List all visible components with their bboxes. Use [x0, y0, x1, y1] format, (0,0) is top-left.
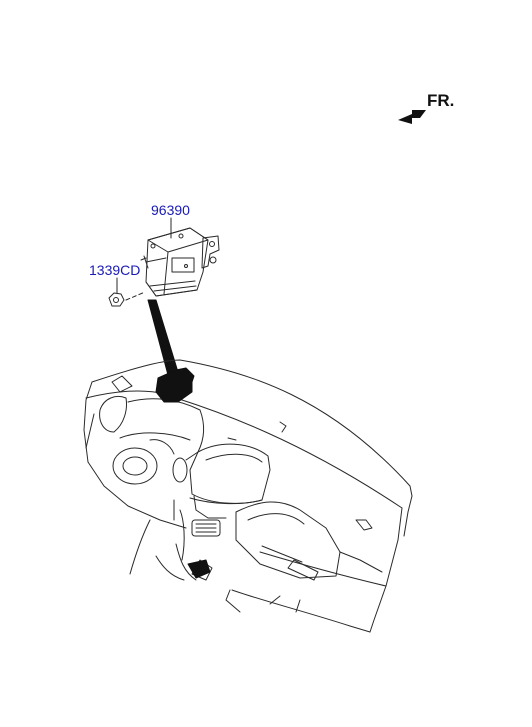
- module-installed-location: [155, 367, 195, 403]
- front-direction-arrow-icon: [398, 110, 426, 124]
- instrument-panel-outline: [83, 359, 413, 633]
- lower-connector-location: [187, 559, 211, 579]
- part-number-1339cd-callout[interactable]: 1339CD: [89, 262, 141, 278]
- control-unit-module[interactable]: [140, 227, 220, 297]
- front-direction-label: FR.: [427, 91, 455, 110]
- callout-leader-lines: [116, 217, 172, 301]
- hex-nut[interactable]: [108, 292, 125, 307]
- part-number-96390-callout[interactable]: 96390: [151, 202, 190, 218]
